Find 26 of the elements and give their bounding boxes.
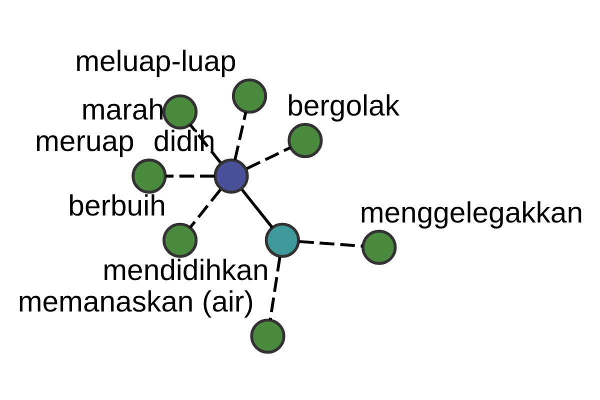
connector bbox=[299, 240, 363, 248]
node-label: mendidihkan bbox=[102, 254, 269, 287]
node-label: didih bbox=[153, 125, 216, 158]
node-label: memanaskan (air) bbox=[18, 285, 254, 318]
node-circle bbox=[162, 222, 198, 258]
node-circle bbox=[214, 158, 249, 194]
node-circle bbox=[250, 318, 286, 354]
node-label: meluap-luap bbox=[75, 45, 236, 78]
connector bbox=[234, 112, 248, 160]
node-circle bbox=[288, 122, 323, 158]
node-label: menggelegakkan bbox=[360, 196, 584, 230]
node-circle bbox=[132, 158, 167, 194]
connector bbox=[189, 188, 222, 228]
node-circle bbox=[362, 230, 397, 265]
node-label: marah bbox=[81, 93, 164, 126]
node-circle bbox=[232, 78, 268, 114]
node-circle bbox=[264, 222, 300, 258]
connector bbox=[246, 146, 292, 170]
connector bbox=[240, 188, 274, 228]
node-label: meruap bbox=[35, 125, 134, 158]
connector bbox=[189, 124, 222, 164]
node-label: berbuih bbox=[68, 189, 166, 222]
node-circle bbox=[162, 94, 198, 130]
connector bbox=[166, 174, 215, 178]
node-label: bergolak bbox=[287, 90, 400, 123]
connector bbox=[268, 256, 282, 320]
